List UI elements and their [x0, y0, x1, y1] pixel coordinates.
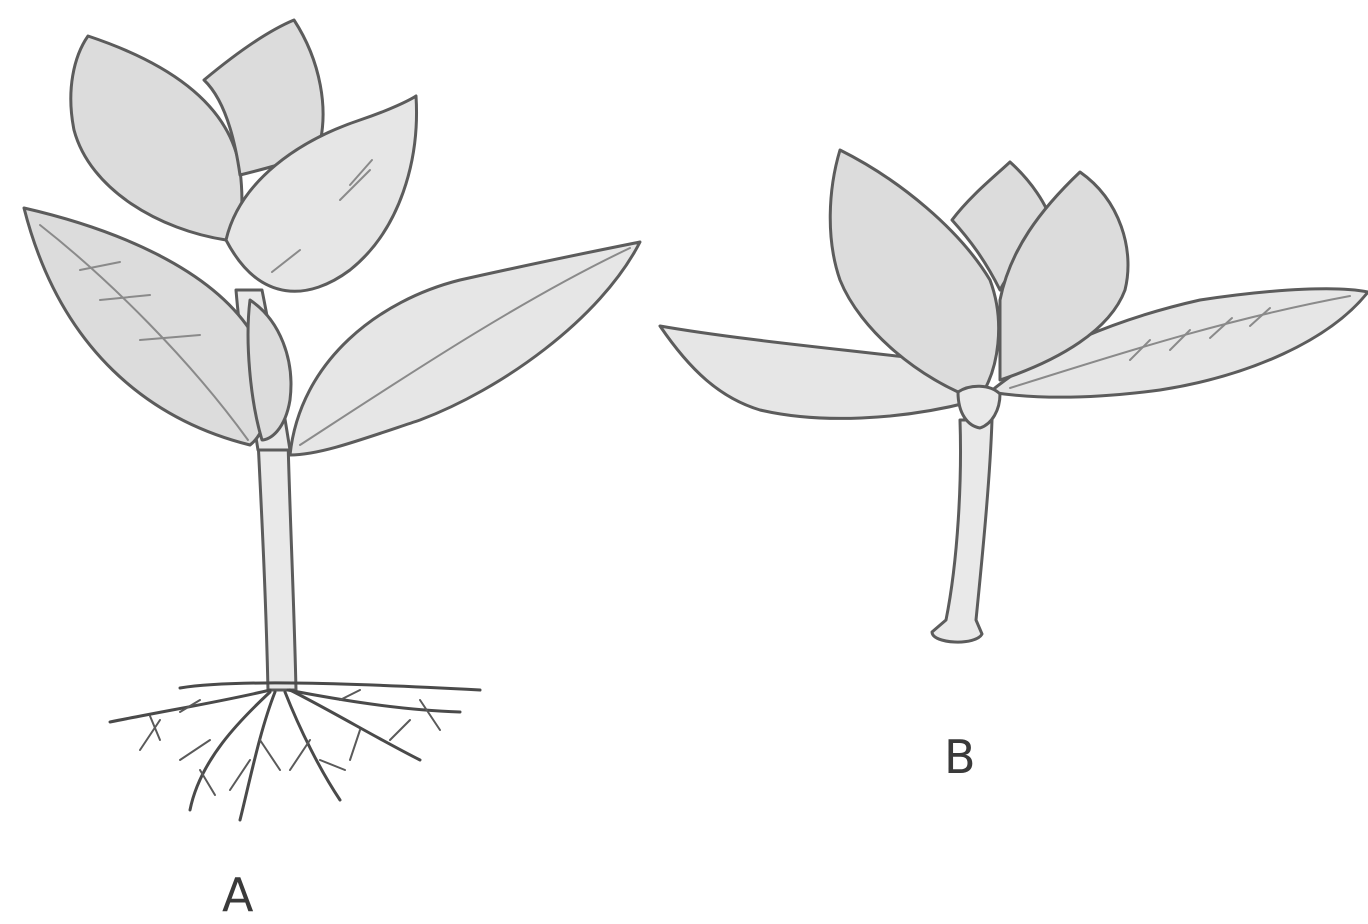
plant-a-leaf-upper-left [71, 36, 242, 242]
plant-a-stem [258, 440, 296, 690]
plant-a-roots [110, 683, 480, 820]
plant-a-label: A [222, 872, 254, 918]
plant-b [660, 150, 1368, 642]
plant-b-stem [932, 420, 992, 642]
plant-b-label: B [944, 734, 977, 780]
plant-a [24, 20, 640, 820]
